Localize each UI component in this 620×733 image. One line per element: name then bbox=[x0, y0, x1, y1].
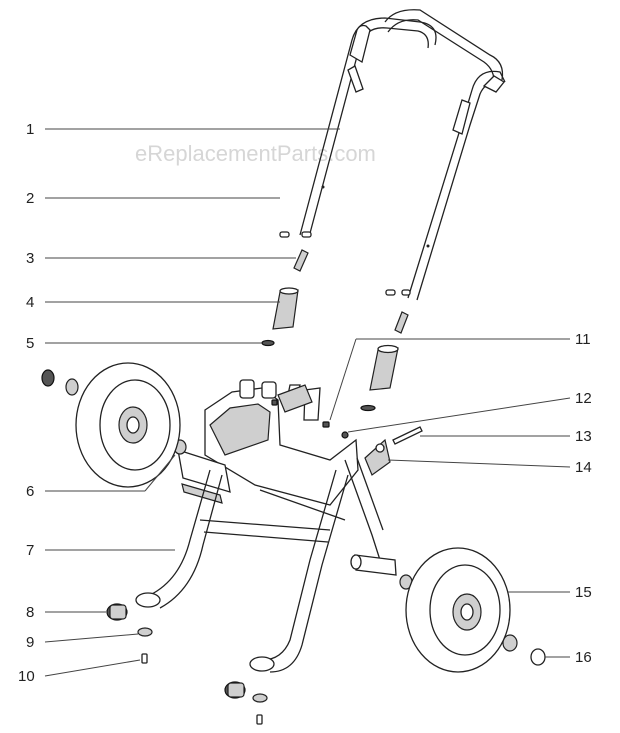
callout-5: 5 bbox=[26, 335, 34, 352]
handle-part bbox=[299, 9, 506, 301]
retaining-ring-part bbox=[530, 648, 546, 666]
callout-labels: 1 2 3 4 5 6 7 8 9 10 11 12 13 14 15 16 bbox=[18, 121, 592, 685]
brace-part bbox=[271, 384, 313, 413]
callout-16: 16 bbox=[575, 649, 592, 666]
screw-part bbox=[141, 653, 263, 725]
foot-washer-part bbox=[137, 627, 268, 703]
pin-part bbox=[279, 231, 411, 296]
clamp-knob-part bbox=[293, 249, 409, 334]
right-wheel-part bbox=[405, 547, 511, 673]
callout-10: 10 bbox=[18, 668, 35, 685]
callout-8: 8 bbox=[26, 604, 34, 621]
callout-14: 14 bbox=[575, 459, 592, 476]
rubber-foot-part bbox=[106, 603, 246, 699]
callout-7: 7 bbox=[26, 542, 34, 559]
nut-part bbox=[341, 431, 349, 439]
cart-frame-part bbox=[135, 379, 397, 673]
sleeve-part bbox=[272, 287, 399, 391]
washer-part bbox=[261, 339, 376, 412]
long-bolt-part bbox=[392, 426, 423, 445]
leader-lines bbox=[44, 128, 571, 677]
bracket-part bbox=[364, 438, 391, 476]
callout-6: 6 bbox=[26, 483, 34, 500]
callout-11: 11 bbox=[575, 331, 591, 348]
callout-4: 4 bbox=[26, 294, 34, 311]
callout-12: 12 bbox=[575, 390, 592, 407]
callout-3: 3 bbox=[26, 250, 34, 267]
callout-13: 13 bbox=[575, 428, 592, 445]
callout-2: 2 bbox=[26, 190, 34, 207]
left-wheel-part bbox=[75, 362, 181, 488]
callout-1: 1 bbox=[26, 121, 34, 138]
watermark-text: eReplacementParts.com bbox=[135, 141, 376, 166]
callout-15: 15 bbox=[575, 584, 592, 601]
callout-9: 9 bbox=[26, 634, 34, 651]
